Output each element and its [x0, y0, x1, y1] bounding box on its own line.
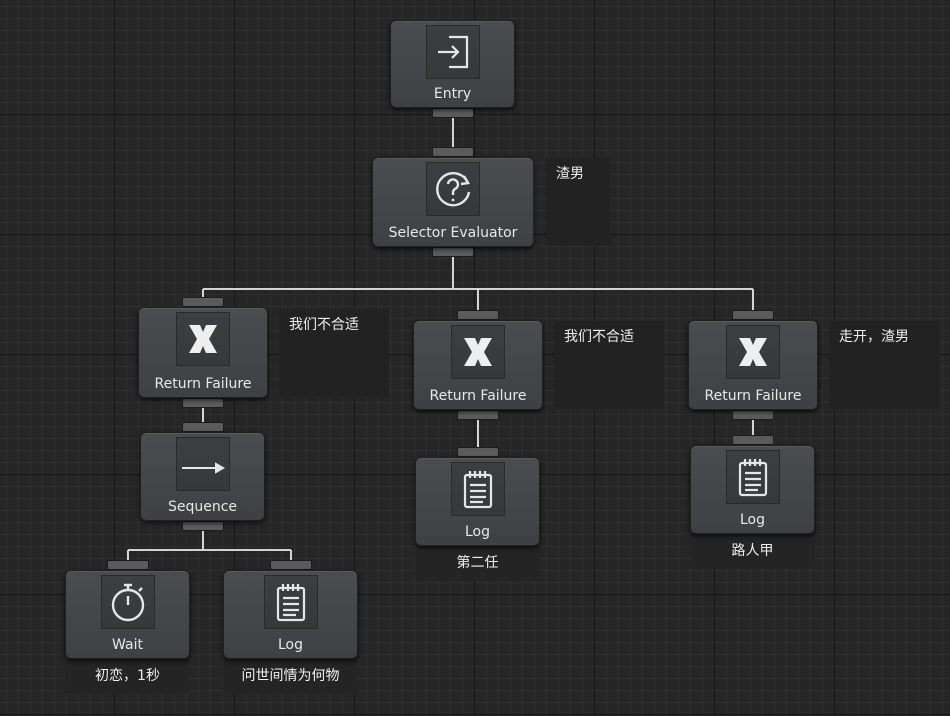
node-title: Return Failure: [704, 388, 802, 404]
return-failure-node[interactable]: Return Failure: [413, 310, 543, 420]
x-icon: [176, 312, 230, 366]
node-description: 路人甲: [690, 534, 815, 568]
entry-node[interactable]: Entry: [390, 20, 515, 118]
node-description: 第二任: [415, 546, 540, 580]
wire-selector-children: [202, 257, 754, 310]
output-port[interactable]: [732, 410, 774, 420]
input-port[interactable]: [182, 297, 224, 307]
node-title: Return Failure: [154, 376, 252, 392]
node-title: Log: [739, 512, 765, 528]
x-icon: [451, 325, 505, 379]
node-description: 问世间情为何物: [223, 659, 358, 693]
notepad-icon: [725, 450, 780, 504]
return-failure-node[interactable]: Return Failure: [688, 310, 818, 420]
selector-evaluator-node[interactable]: Selector Evaluator: [372, 147, 534, 257]
input-port[interactable]: [432, 147, 474, 157]
notepad-icon: [450, 462, 505, 516]
return-failure-node[interactable]: Return Failure: [138, 297, 268, 408]
node-comment: 我们不合适: [554, 321, 664, 409]
output-port[interactable]: [182, 398, 224, 408]
output-port[interactable]: [432, 247, 474, 257]
input-port[interactable]: [106, 560, 149, 570]
arrow-right-icon: [175, 437, 230, 491]
entry-icon: [425, 25, 480, 79]
question-refresh-icon: [426, 162, 480, 216]
input-port[interactable]: [181, 422, 224, 432]
node-title: Selector Evaluator: [388, 225, 518, 241]
output-port[interactable]: [457, 410, 499, 420]
node-description: 初恋，1秒: [65, 659, 190, 693]
node-comment: 我们不合适: [279, 309, 389, 397]
node-title: Sequence: [167, 499, 238, 515]
log-node[interactable]: Log: [223, 560, 358, 659]
output-port[interactable]: [181, 521, 224, 531]
stopwatch-icon: [100, 575, 155, 629]
input-port[interactable]: [457, 310, 499, 320]
node-title: Log: [277, 637, 303, 653]
node-title: Log: [464, 524, 490, 540]
x-icon: [726, 325, 780, 379]
sequence-node[interactable]: Sequence: [140, 422, 265, 531]
input-port[interactable]: [731, 435, 774, 445]
output-port[interactable]: [431, 108, 474, 118]
input-port[interactable]: [732, 310, 774, 320]
log-node[interactable]: Log: [690, 435, 815, 534]
node-title: Return Failure: [429, 388, 527, 404]
node-title: Entry: [433, 86, 472, 102]
wire-sequence-children: [127, 530, 292, 561]
node-comment: 渣男: [546, 158, 610, 246]
input-port[interactable]: [269, 560, 312, 570]
input-port[interactable]: [456, 447, 499, 457]
node-comment: 走开，渣男: [829, 321, 939, 409]
notepad-icon: [263, 575, 318, 629]
wait-node[interactable]: Wait: [65, 560, 190, 659]
log-node[interactable]: Log: [415, 447, 540, 546]
node-title: Wait: [112, 637, 143, 653]
